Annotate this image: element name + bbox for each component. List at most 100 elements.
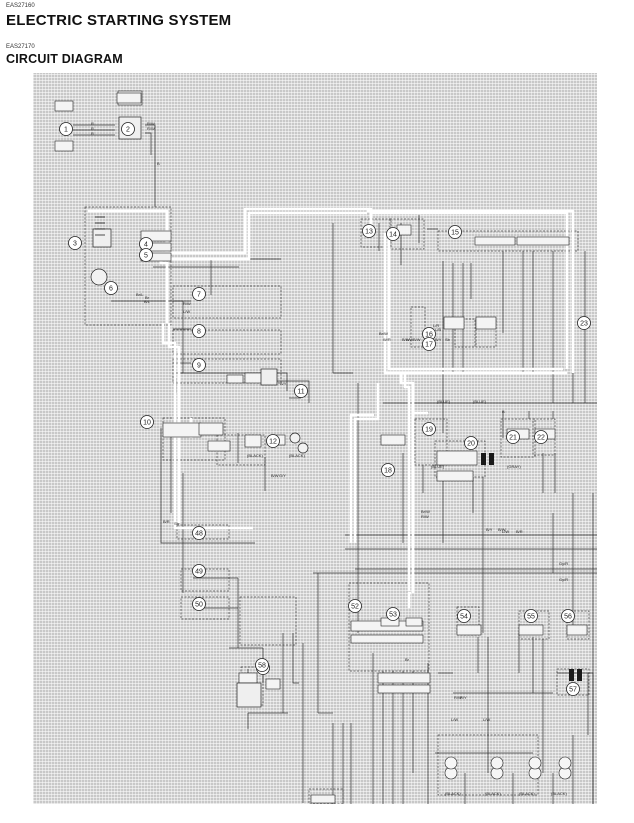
connector-block xyxy=(405,617,423,627)
section-title: CIRCUIT DIAGRAM xyxy=(6,52,123,66)
wire-label: B/L xyxy=(144,299,151,304)
connector-block xyxy=(226,374,244,384)
connector-block xyxy=(207,440,231,452)
svg-text:9: 9 xyxy=(197,362,201,369)
connector-block xyxy=(198,422,224,436)
connector-block xyxy=(162,422,202,438)
component-number-23: 23 xyxy=(577,316,591,330)
page-title: ELECTRIC STARTING SYSTEM xyxy=(6,12,232,29)
highlighted-wire xyxy=(371,211,569,369)
component-number-21: 21 xyxy=(506,430,520,444)
component-number-19: 19 xyxy=(422,422,436,436)
relay-symbol xyxy=(236,682,262,708)
connector-label: (BLACK) xyxy=(247,453,263,458)
component-number-3: 3 xyxy=(68,236,82,250)
wire-label: B/R xyxy=(163,519,170,524)
wire-label: Gy/R xyxy=(559,561,568,566)
svg-text:52: 52 xyxy=(351,603,359,610)
component-number-6: 6 xyxy=(104,281,118,295)
svg-text:53: 53 xyxy=(389,611,397,618)
wire-label: B/W xyxy=(271,473,279,478)
component-number-49: 49 xyxy=(192,564,206,578)
component-number-13: 13 xyxy=(362,224,376,238)
wire-label: Br/L xyxy=(136,292,144,297)
component-number-1: 1 xyxy=(59,122,73,136)
connector-block xyxy=(244,434,262,448)
component-box xyxy=(172,329,282,355)
wire-label: Sb xyxy=(445,337,451,342)
highlighted-wire xyxy=(353,383,380,543)
connector-block xyxy=(265,678,281,690)
wire-label: L/B xyxy=(435,327,441,332)
component-number-20: 20 xyxy=(464,436,478,450)
connector-block xyxy=(518,624,544,636)
component-box xyxy=(84,206,172,326)
component-number-54: 54 xyxy=(457,609,471,623)
diode-symbol xyxy=(489,453,494,465)
svg-text:6: 6 xyxy=(109,285,113,292)
highlighted-wire xyxy=(407,591,411,608)
connector-label: (BLACK) xyxy=(485,791,501,796)
bulb-icon xyxy=(490,756,504,770)
svg-text:18: 18 xyxy=(384,467,392,474)
wire xyxy=(181,372,288,391)
wire-label: R/W xyxy=(147,121,155,126)
component-number-52: 52 xyxy=(348,599,362,613)
wire-label: L/R xyxy=(433,323,439,328)
connector-block xyxy=(116,92,142,104)
wire-label: L/W xyxy=(502,529,509,534)
wire-label: B xyxy=(502,409,505,414)
wire-label: R/W xyxy=(454,695,462,700)
highlighted-wire xyxy=(367,209,575,373)
component-number-7: 7 xyxy=(192,287,206,301)
bulb-icon xyxy=(558,756,572,770)
component-number-11: 11 xyxy=(294,384,308,398)
svg-text:12: 12 xyxy=(269,438,277,445)
connector-block xyxy=(54,140,74,152)
svg-text:20: 20 xyxy=(467,440,475,447)
svg-text:16: 16 xyxy=(425,331,433,338)
connector-label: (BLACK) xyxy=(289,453,305,458)
svg-text:55: 55 xyxy=(527,613,535,620)
bulb-icon xyxy=(444,756,458,770)
component-number-15: 15 xyxy=(448,225,462,239)
diode-symbol xyxy=(481,453,486,465)
svg-text:49: 49 xyxy=(195,568,203,575)
diode-symbol xyxy=(569,669,574,681)
wire-label: B/W xyxy=(498,527,506,532)
connector-block xyxy=(443,316,465,330)
connector-label: (BLUE) xyxy=(437,399,451,404)
connector-label: (BLUE) xyxy=(473,399,487,404)
highlighted-wire xyxy=(387,233,563,371)
connector-label: (BLACK) xyxy=(551,791,567,796)
svg-text:11: 11 xyxy=(297,388,304,395)
wire-label: G/Y xyxy=(279,473,286,478)
component-box xyxy=(454,318,476,348)
svg-text:22: 22 xyxy=(537,434,545,441)
connector-block xyxy=(377,672,431,684)
connector-label: (GRAY) xyxy=(507,464,521,469)
wire-label: B/Y xyxy=(435,337,442,342)
component-box xyxy=(172,285,282,319)
wire xyxy=(160,428,255,544)
svg-text:23: 23 xyxy=(580,320,588,327)
highlighted-wire xyxy=(153,211,367,261)
wire-label: L/W xyxy=(451,717,458,722)
svg-text:56: 56 xyxy=(564,613,572,620)
connector-block xyxy=(377,684,431,694)
wire-label: R xyxy=(91,131,94,136)
wire-label: B/R xyxy=(516,529,523,534)
connector-block xyxy=(566,624,588,636)
svg-text:48: 48 xyxy=(195,530,203,537)
highlighted-wire xyxy=(383,233,567,375)
svg-text:17: 17 xyxy=(425,341,433,348)
wire-label: R xyxy=(91,126,94,131)
component-number-5: 5 xyxy=(139,248,153,262)
subsection-code: EAS27170 xyxy=(6,44,35,50)
component-box xyxy=(162,417,226,461)
component-number-18: 18 xyxy=(381,463,395,477)
svg-text:50: 50 xyxy=(195,601,203,608)
wire-label: Br/W xyxy=(421,509,430,514)
svg-text:54: 54 xyxy=(460,613,468,620)
